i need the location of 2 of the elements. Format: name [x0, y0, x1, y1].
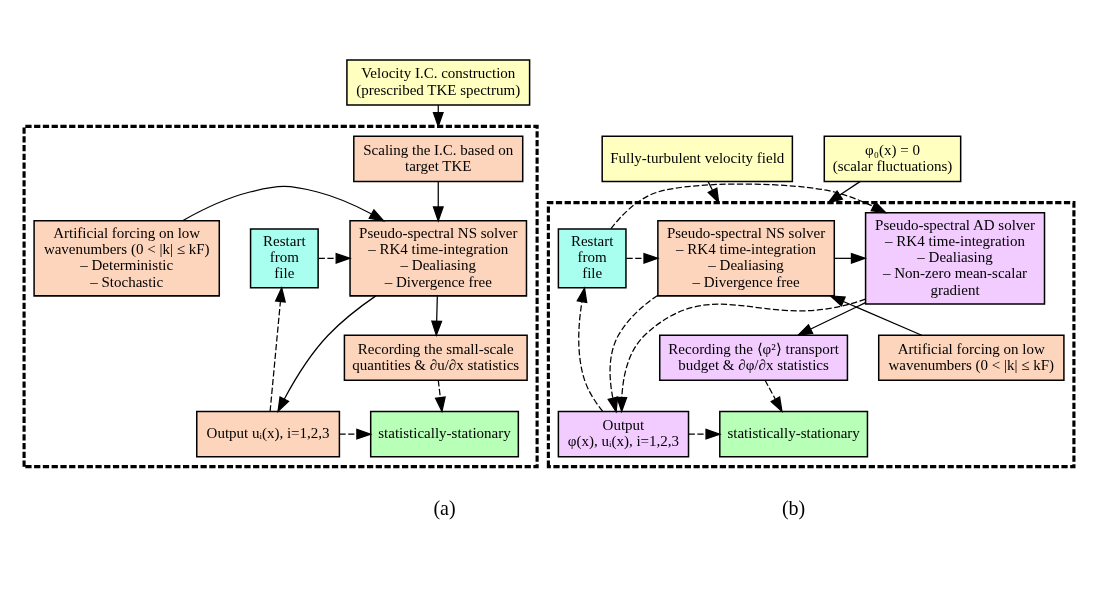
label: (b)	[781, 496, 806, 519]
label: (a)	[433, 496, 456, 519]
